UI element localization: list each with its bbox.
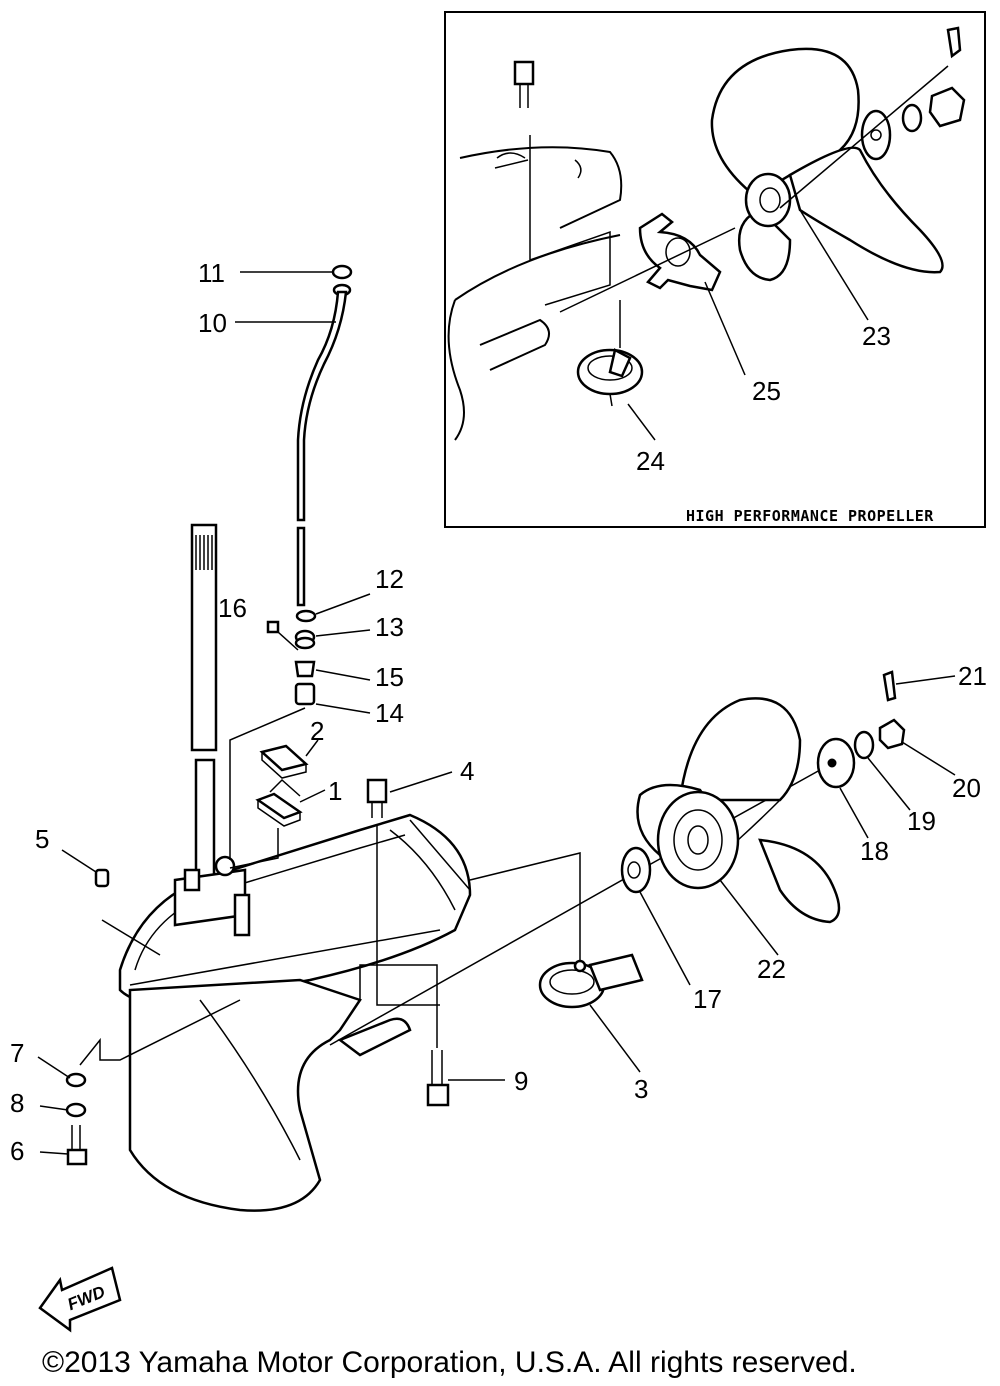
bolt-6 <box>66 1125 88 1166</box>
seal-stack <box>294 609 317 706</box>
drive-shaft <box>190 523 218 880</box>
callout-19: 19 <box>907 806 936 836</box>
spacer-18 <box>816 737 856 789</box>
callout-7: 7 <box>10 1038 24 1068</box>
inset-housing-drawing <box>447 60 623 441</box>
seal-12 <box>295 609 317 623</box>
bolt-9 <box>426 1050 450 1107</box>
inset-anode-24 <box>576 300 644 407</box>
washer-19 <box>853 730 875 760</box>
inset-frame <box>444 11 986 528</box>
callout-9: 9 <box>514 1066 528 1096</box>
grommet-11 <box>331 264 353 280</box>
callout-14: 14 <box>375 698 404 728</box>
callout-22: 22 <box>757 954 786 984</box>
inset-high-performance-propeller: 23 25 24 HIGH PERFORMANCE PROPELLER <box>444 11 986 528</box>
callout-4: 4 <box>460 756 474 786</box>
callout-1: 1 <box>328 776 342 806</box>
copyright-text: ©2013 Yamaha Motor Corporation, U.S.A. A… <box>42 1346 857 1379</box>
callout-15: 15 <box>375 662 404 692</box>
screw-16 <box>266 620 299 651</box>
inset-hardware <box>779 26 966 209</box>
callout-23: 23 <box>862 321 891 351</box>
seal-15 <box>294 660 316 678</box>
plug-5 <box>94 868 110 888</box>
fwd-arrow-icon: FWD <box>38 1266 122 1333</box>
cotter-pin-21 <box>882 670 897 702</box>
washer-7 <box>65 1072 87 1088</box>
part-2 <box>259 744 309 779</box>
callout-25: 25 <box>752 376 781 406</box>
inset-title: HIGH PERFORMANCE PROPELLER <box>686 507 934 525</box>
callout-24: 24 <box>636 446 665 476</box>
callout-8: 8 <box>10 1088 24 1118</box>
callout-13: 13 <box>375 612 404 642</box>
inset-bolt-head <box>513 60 535 86</box>
callout-2: 2 <box>310 716 324 746</box>
inset-part-25 <box>559 212 736 313</box>
callout-12: 12 <box>375 564 404 594</box>
part-1 <box>255 778 303 827</box>
seal-14 <box>294 682 316 706</box>
nut-20 <box>878 718 906 750</box>
anode-3 <box>538 953 644 1009</box>
washer-17 <box>620 846 652 894</box>
callout-10: 10 <box>198 308 227 338</box>
callout-17: 17 <box>693 984 722 1014</box>
lower-unit-housing <box>118 813 472 1212</box>
callout-20: 20 <box>952 773 981 803</box>
propeller-22 <box>636 697 841 924</box>
callout-11: 11 <box>198 258 225 288</box>
callout-21: 21 <box>958 661 987 691</box>
callout-18: 18 <box>860 836 889 866</box>
bolt-4 <box>366 778 388 818</box>
callout-16: 16 <box>218 593 247 623</box>
callout-3: 3 <box>634 1074 648 1104</box>
water-tube-10 <box>296 264 353 607</box>
washer-8 <box>65 1102 87 1118</box>
callout-6: 6 <box>10 1136 24 1166</box>
inset-propeller-23 <box>710 47 944 282</box>
callout-5: 5 <box>35 824 49 854</box>
